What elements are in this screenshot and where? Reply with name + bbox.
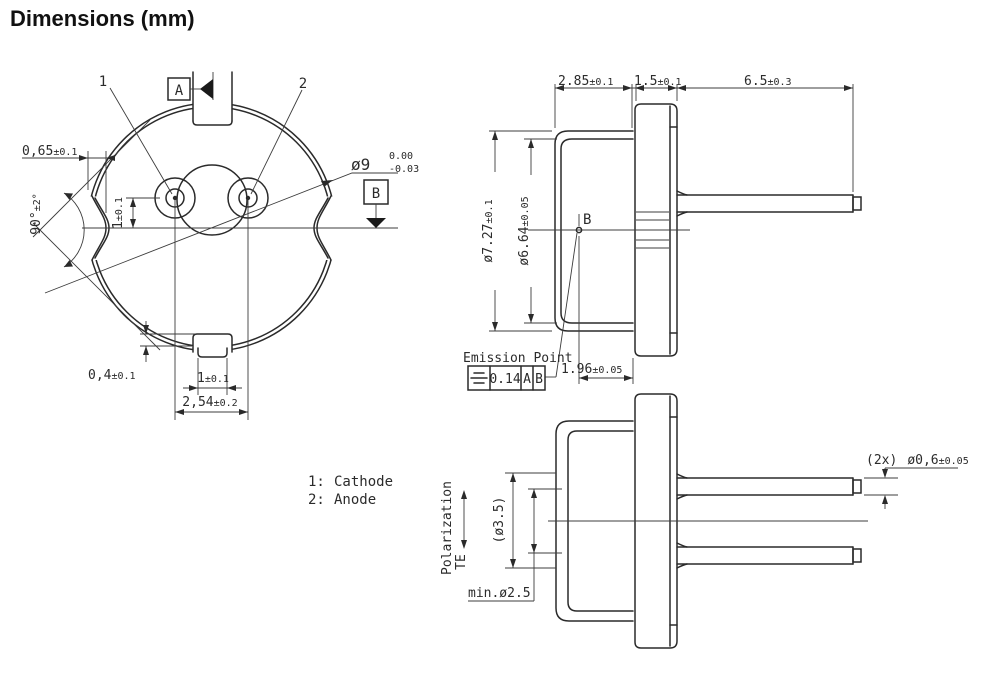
emission-datum-label: B <box>583 212 591 228</box>
dim-emission-offset: 1.96±0.05 <box>561 362 622 377</box>
polarization-mode: TE <box>454 554 469 570</box>
dim-flat-depth: 0,65±0.1 <box>22 144 77 159</box>
legend-item2-num: 2: <box>308 492 325 508</box>
side-arrowheads <box>492 85 853 381</box>
dim-cap-length: 2.85±0.1 <box>558 74 613 89</box>
datum-a-label: A <box>175 83 184 99</box>
datum-b: B <box>363 179 389 228</box>
dim-pin-length: 6.5±0.3 <box>744 74 792 89</box>
dim-pin-diameter: (2x)ø0,6±0.05 <box>866 453 969 468</box>
fcf-datum-primary: A <box>523 372 531 387</box>
datum-b-triangle-icon <box>366 218 386 228</box>
front-arrowheads <box>64 155 333 415</box>
symmetry-icon <box>470 372 488 384</box>
dim-notch-angle: 90°±2° <box>29 193 44 235</box>
bottom-dimension-lines <box>463 467 958 602</box>
dim-diameter-tol-lower: -0.03 <box>389 164 419 175</box>
bottom-view: (ø3.5) min.ø2.5 Polarization TE (2x)ø0,6… <box>440 393 969 649</box>
construction-lines <box>32 119 398 351</box>
side-pin <box>676 190 862 217</box>
window-aperture <box>176 164 248 236</box>
bottom-tab <box>192 333 233 358</box>
dim-diameter-tol-upper: 0.00 <box>389 151 413 162</box>
dim-pin-offset: 1±0.1 <box>111 197 126 229</box>
dim-window-diameter: ø6.64±0.05 <box>517 196 532 265</box>
dim-tab-step: 0,4±0.1 <box>88 368 136 383</box>
front-view: A B 0,65±0.1 90°±2° 1±0.1 ø9 0.00 -0.03 <box>22 71 419 420</box>
dim-diameter: ø9 <box>351 155 370 174</box>
bottom-arrowheads <box>461 469 888 568</box>
side-dimension-lines <box>489 84 854 384</box>
emission-point-marker <box>575 226 583 234</box>
fcf-tolerance: 0.14 <box>489 372 520 387</box>
feature-control-frame: 0.14 A B <box>467 365 546 391</box>
legend-item1-name: Cathode <box>334 474 393 490</box>
emission-point-label: Emission Point <box>463 351 573 366</box>
legend: 1: Cathode 2: Anode <box>308 474 393 508</box>
legend-item1-num: 1: <box>308 474 325 490</box>
dim-flange-thickness: 1.5±0.1 <box>634 74 682 89</box>
dim-aperture: min.ø2.5 <box>468 586 531 601</box>
dim-tab-width: 1±0.1 <box>197 371 229 386</box>
datum-a: A <box>167 77 213 101</box>
dim-pin-pitch: 2,54±0.2 <box>182 395 237 410</box>
page-title: Dimensions (mm) <box>10 6 195 31</box>
bottom-pin-1 <box>676 473 862 500</box>
dim-cap-diameter: ø7.27±0.1 <box>481 199 496 262</box>
pin2-callout: 2 <box>299 76 307 92</box>
legend-item2-name: Anode <box>334 492 376 508</box>
side-view: 0.14 A B 2.85±0.1 1.5±0.1 6.5±0.3 ø7.27±… <box>463 74 862 391</box>
fcf-datum-secondary: B <box>535 372 543 387</box>
datum-b-label: B <box>372 186 380 202</box>
datum-a-triangle-icon <box>200 79 213 99</box>
dim-window: (ø3.5) <box>492 497 507 544</box>
pin1-callout: 1 <box>99 74 107 90</box>
bottom-pin-2 <box>676 542 862 569</box>
polarization-label: Polarization <box>440 481 455 575</box>
